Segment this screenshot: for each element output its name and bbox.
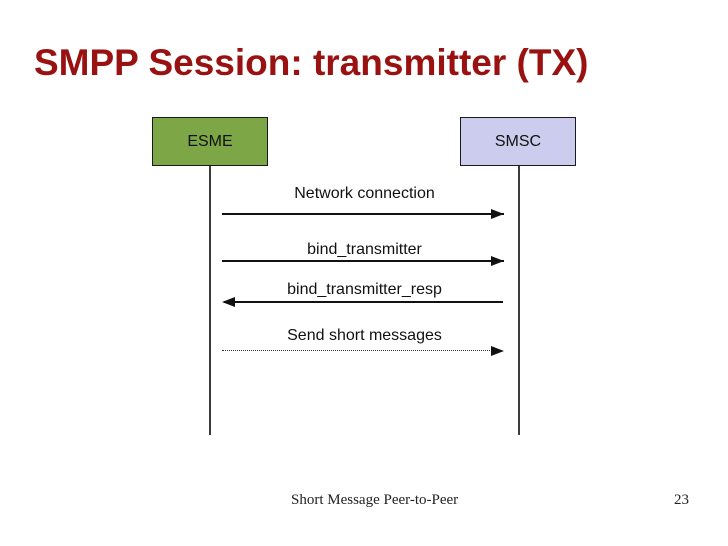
- lifeline-esme: [209, 166, 211, 435]
- message-4-label: Send short messages: [287, 327, 442, 344]
- actor-box-smsc: SMSC: [460, 117, 576, 166]
- message-2-line: [222, 260, 504, 262]
- message-2-label: bind_transmitter: [307, 241, 422, 258]
- message-1-arrowhead-right-icon: [491, 209, 504, 219]
- message-3-label: bind_transmitter_resp: [287, 281, 442, 298]
- message-1-line: [222, 213, 504, 215]
- message-1-label: Network connection: [294, 185, 435, 202]
- actor-box-esme: ESME: [152, 117, 268, 166]
- message-3-line: [224, 301, 503, 303]
- lifeline-smsc: [518, 166, 520, 435]
- actor-label-smsc: SMSC: [494, 132, 542, 150]
- footer-title: Short Message Peer-to-Peer: [291, 492, 459, 508]
- page-title: SMPP Session: transmitter (TX): [34, 42, 589, 83]
- actor-label-esme: ESME: [187, 132, 233, 150]
- message-4-line: [222, 350, 492, 351]
- page-number: 23: [674, 492, 689, 508]
- message-3-arrowhead-left-icon: [222, 297, 235, 307]
- message-4-arrowhead-right-icon: [491, 346, 504, 356]
- message-2-arrowhead-right-icon: [491, 256, 504, 266]
